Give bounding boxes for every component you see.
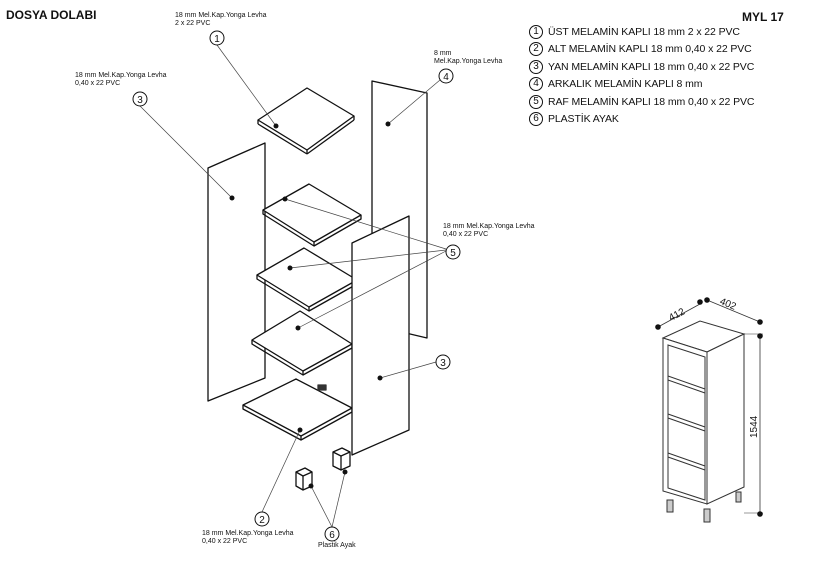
- model-code: MYL 17: [742, 10, 784, 24]
- right-side-panel: [351, 215, 410, 456]
- plastic-foot-right: [332, 447, 351, 471]
- left-side-panel: [207, 142, 266, 402]
- legend-text: ARKALIK MELAMİN KAPLI 8 mm: [548, 78, 703, 91]
- callout-shelf: 5: [450, 248, 456, 259]
- note-line: 18 mm Mel.Kap.Yonga Levha: [443, 223, 535, 230]
- assembled-cabinet-view: [657, 299, 763, 523]
- legend-text: ALT MELAMİN KAPLI 18 mm 0,40 x 22 PVC: [548, 43, 752, 56]
- note-bottom-panel: 18 mm Mel.Kap.Yonga Levha 0,40 x 22 PVC: [202, 530, 294, 546]
- dimension-width: 402: [718, 296, 738, 313]
- note-line: 18 mm Mel.Kap.Yonga Levha: [75, 72, 167, 79]
- callout-foot: 6: [329, 530, 335, 541]
- note-line: 2 x 22 PVC: [175, 20, 211, 27]
- note-line: 18 mm Mel.Kap.Yonga Levha: [175, 12, 267, 19]
- note-top-panel: 18 mm Mel.Kap.Yonga Levha 2 x 22 PVC: [175, 12, 267, 28]
- legend-item: 1 ÜST MELAMİN KAPLI 18 mm 2 x 22 PVC: [529, 23, 769, 41]
- note-line: 0,40 x 22 PVC: [75, 80, 121, 87]
- legend-text: ÜST MELAMİN KAPLI 18 mm 2 x 22 PVC: [548, 25, 740, 38]
- note-line: 0,40 x 22 PVC: [443, 231, 489, 238]
- callout-bottom: 2: [259, 515, 265, 526]
- legend-item: 6 PLASTİK AYAK: [529, 111, 769, 129]
- top-panel: [257, 87, 355, 151]
- legend-number: 1: [529, 24, 543, 39]
- note-line: 18 mm Mel.Kap.Yonga Levha: [202, 530, 294, 537]
- legend-number: 5: [529, 94, 543, 109]
- dimension-depth: 412: [667, 306, 687, 324]
- document-title: DOSYA DOLABI: [6, 8, 97, 22]
- shelf-3: [251, 310, 353, 376]
- note-plastic-foot: Plastik Ayak: [318, 542, 356, 550]
- callout-back: 4: [443, 72, 449, 83]
- legend-item: 4 ARKALIK MELAMİN KAPLI 8 mm: [529, 76, 769, 94]
- note-back-panel: 8 mm Mel.Kap.Yonga Levha: [434, 50, 502, 66]
- note-line: Mel.Kap.Yonga Levha: [434, 58, 503, 65]
- legend-number: 3: [529, 59, 543, 74]
- callout-side-right: 3: [440, 358, 446, 369]
- legend-item: 5 RAF MELAMİN KAPLI 18 mm 0,40 x 22 PVC: [529, 93, 769, 111]
- callout-side-left: 3: [137, 95, 143, 106]
- legend-number: 4: [529, 77, 543, 92]
- legend-number: 2: [529, 42, 543, 57]
- legend-item: 2 ALT MELAMİN KAPLI 18 mm 0,40 x 22 PVC: [529, 41, 769, 59]
- note-line: Plastik Ayak: [318, 542, 356, 549]
- note-side-panel: 18 mm Mel.Kap.Yonga Levha 0,40 x 22 PVC: [75, 72, 167, 88]
- legend-text: YAN MELAMİN KAPLI 18 mm 0,40 x 22 PVC: [548, 60, 755, 73]
- legend-item: 3 YAN MELAMİN KAPLI 18 mm 0,40 x 22 PVC: [529, 58, 769, 76]
- legend-text: RAF MELAMİN KAPLI 18 mm 0,40 x 22 PVC: [548, 95, 755, 108]
- note-line: 8 mm: [434, 50, 452, 57]
- note-shelf: 18 mm Mel.Kap.Yonga Levha 0,40 x 22 PVC: [443, 223, 535, 239]
- shelf-2: [256, 247, 358, 312]
- legend-number: 6: [529, 112, 543, 127]
- shelf-1: [262, 183, 362, 247]
- dimension-height: 1544: [749, 415, 760, 438]
- bottom-panel: [242, 378, 353, 441]
- note-line: 0,40 x 22 PVC: [202, 538, 248, 545]
- legend-text: PLASTİK AYAK: [548, 113, 619, 126]
- callout-top: 1: [214, 34, 220, 45]
- parts-legend: 1 ÜST MELAMİN KAPLI 18 mm 2 x 22 PVC 2 A…: [529, 23, 769, 128]
